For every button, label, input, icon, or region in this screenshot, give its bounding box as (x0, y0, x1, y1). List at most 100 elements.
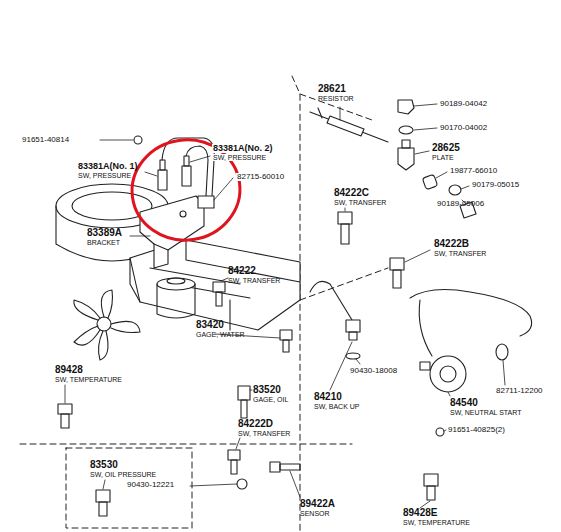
callout-number: 89428E (403, 508, 437, 518)
resistor (310, 108, 388, 142)
leader-line (420, 501, 430, 508)
oil-filter (157, 278, 195, 290)
transfer-switch (338, 212, 352, 224)
pressure-switch (198, 196, 214, 208)
oil-pressure-switch (96, 490, 110, 502)
callout-number: 84222 (228, 266, 256, 276)
bracket (154, 244, 168, 250)
leader-line (250, 390, 252, 391)
pressure-switch (158, 170, 167, 190)
part-name: 90170-04002 (440, 124, 487, 132)
part-name: 90179-05015 (472, 181, 519, 189)
pressure-switch (186, 146, 208, 196)
neutral-start-switch (410, 290, 532, 336)
oil-gauge-sender (241, 400, 247, 418)
part-name: SW, TRANSFER (434, 250, 486, 257)
part-name: 91651-40825(2) (448, 426, 505, 434)
temperature-switch (61, 414, 69, 428)
callout-number: 89422A (300, 499, 335, 509)
temperature-switch (424, 474, 438, 486)
dashed-frame (300, 94, 372, 120)
dashed-frame (66, 448, 192, 528)
resistor (318, 108, 322, 118)
leader-line (444, 430, 446, 431)
transfer-switch (228, 450, 240, 460)
part-name: SW, PRESSURE (212, 154, 267, 161)
back-up-switch (346, 353, 360, 359)
transfer-switch (213, 212, 404, 474)
leader-line (448, 392, 450, 396)
part-name: 90430-18008 (350, 367, 397, 375)
oil-filter (157, 278, 195, 318)
callout-number: 28625 (432, 143, 460, 153)
leader-line (345, 208, 346, 211)
leader-line (290, 471, 300, 497)
neutral-start-switch (496, 344, 508, 360)
leader-line (405, 250, 430, 262)
leader-line (503, 360, 505, 385)
callout-number: 84222D (238, 419, 273, 429)
leader-line (414, 128, 437, 130)
sensor (270, 462, 300, 472)
transfer-switch (216, 292, 222, 306)
callout-number: 83381A(No. 1) (78, 162, 138, 171)
part-name: SW, NEUTRAL START (450, 409, 521, 416)
part-name: SW, TRANSFER (334, 199, 386, 206)
back-up-switch (349, 332, 357, 340)
small-hardware (449, 185, 461, 195)
small-hardware (402, 140, 410, 148)
leader-line (100, 140, 133, 141)
small-hardware (398, 100, 414, 114)
leader-line (436, 172, 447, 178)
part-name: SW, TEMPERATURE (403, 519, 470, 526)
leader-line (190, 484, 237, 486)
neutral-start-switch (430, 356, 466, 392)
engine-block (229, 300, 230, 330)
callout-number: 89428 (55, 365, 83, 375)
bracket (180, 211, 186, 217)
part-name: PLATE (432, 154, 454, 161)
part-name: SW, PRESSURE (78, 172, 131, 179)
cooling-fan (74, 326, 100, 345)
water-gauge (280, 330, 292, 352)
pressure-switch (184, 156, 189, 166)
leader-line (415, 151, 429, 154)
neutral-start-switch (436, 428, 444, 436)
oil-filter (157, 284, 195, 318)
leader-line (65, 104, 505, 508)
part-name: BRACKET (86, 239, 121, 246)
callout-number: 83420 (196, 320, 224, 330)
callout-number: 83389A (86, 228, 123, 238)
callout-number: 83381A(No. 2) (212, 144, 274, 153)
dashed-frame (300, 444, 352, 445)
callout-number: 84222C (334, 188, 369, 198)
sensor (270, 462, 280, 472)
cooling-fan (97, 317, 111, 331)
part-name: 19877-66010 (450, 167, 497, 175)
callout-number: 84222B (434, 239, 469, 249)
small-hardware (398, 148, 414, 170)
small-hardware (399, 126, 413, 134)
leader-line (130, 236, 150, 237)
callout-number: 83520 (253, 385, 281, 395)
temperature-switch (427, 486, 435, 500)
engine-block (130, 258, 140, 302)
leader-line (65, 385, 66, 403)
neutral-start-switch (410, 290, 532, 436)
leader-line (461, 186, 469, 189)
oil-filter (167, 278, 185, 284)
oil-pressure-switch (134, 136, 142, 144)
transfer-switch (213, 282, 225, 292)
leader-line (356, 359, 360, 364)
transfer-switch (231, 460, 237, 474)
callout-number: 83530 (90, 460, 118, 470)
resistor (327, 116, 364, 136)
pressure-switch (162, 138, 214, 196)
part-name: SW, BACK UP (314, 403, 360, 410)
transfer-switch (393, 270, 401, 288)
oil-gauge-sender (238, 386, 250, 418)
leader-line (221, 278, 228, 281)
part-name: GAGE, OIL (253, 396, 288, 403)
